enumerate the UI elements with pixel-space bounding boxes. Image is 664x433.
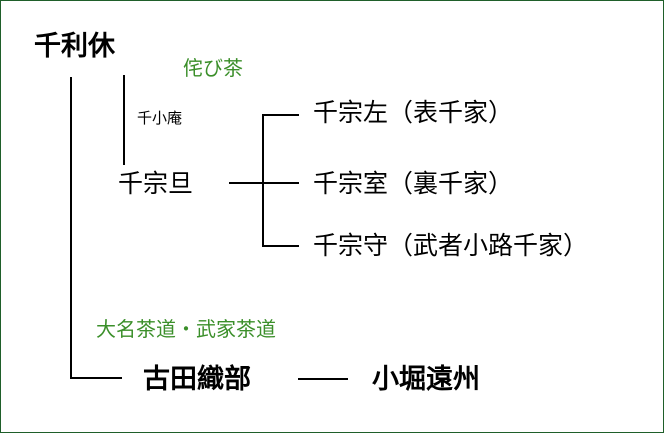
label-daimyo-buke-sado: 大名茶道・武家茶道 (96, 317, 276, 341)
line-rikyu-trunk (70, 77, 72, 378)
line-oribe-enshu (298, 378, 348, 380)
line-branch-vertical (262, 114, 264, 247)
node-sen-shoan: 千小庵 (137, 109, 183, 127)
node-sen-sosa: 千宗左（表千家） (313, 98, 514, 127)
line-to-oribe (70, 377, 122, 379)
line-rikyu-to-sotan (123, 75, 125, 165)
line-sotan-branch (229, 182, 299, 184)
node-sen-no-rikyu: 千利休 (34, 31, 115, 62)
line-to-sosa (262, 114, 299, 116)
node-sen-sotan: 千宗旦 (118, 169, 194, 198)
label-wabicha: 侘び茶 (183, 56, 243, 80)
node-furuta-oribe: 古田織部 (143, 364, 251, 395)
node-sen-soshu: 千宗守（武者小路千家） (313, 231, 589, 260)
line-to-soshu (262, 245, 299, 247)
node-sen-soshitsu: 千宗室（裏千家） (313, 169, 514, 198)
node-kobori-enshu: 小堀遠州 (372, 364, 480, 395)
